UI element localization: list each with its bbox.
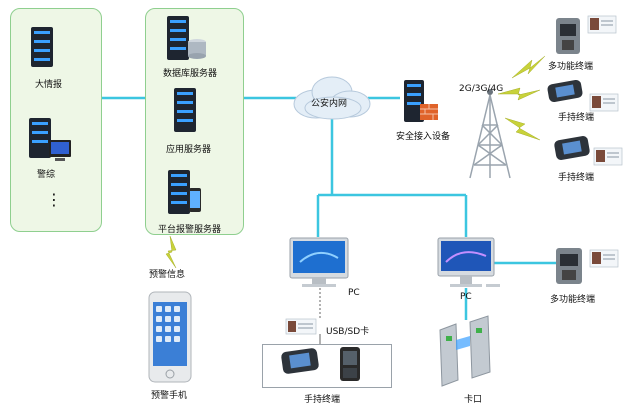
firewall-icon: [420, 104, 438, 120]
pc-right-label: PC: [460, 292, 472, 302]
handheld-devices-label: 手持终端: [304, 395, 341, 405]
handheld-terminal-icon: [547, 79, 583, 103]
wireless-terminal-label-1: 多功能终端: [548, 62, 594, 72]
cloud-label: 公安内网: [311, 99, 348, 109]
multi-function-terminal-icon: [556, 248, 582, 284]
handheld-terminal-icon: [554, 135, 590, 161]
wireless-label: 2G/3G/4G: [459, 84, 504, 94]
rugged-terminal-icon: [340, 347, 360, 381]
id-card-icon: [587, 15, 617, 34]
lightning-bolt: [511, 55, 546, 79]
alert-link-label: 预警信息: [149, 270, 186, 280]
server-monitor-icon: [29, 118, 71, 161]
application-server-icon: [174, 88, 196, 132]
server-label-1: 数据库服务器: [163, 69, 218, 79]
server-label-2: 应用服务器: [166, 145, 212, 155]
gate-label: 卡口: [464, 395, 483, 405]
wireless-terminal-label-2: 手持终端: [558, 113, 595, 123]
usb-sd-label: USB/SD卡: [326, 327, 370, 337]
id-card-icon: [593, 147, 623, 166]
multi-function-terminal-icon: [556, 18, 580, 54]
id-card-icon: [589, 93, 619, 112]
lightning-bolt: [497, 87, 541, 101]
ellipsis: ⋮: [46, 190, 62, 209]
handheld-devices-box: [262, 344, 392, 388]
left-item-label-1: 大情报: [35, 80, 63, 90]
server-label-3: 平台报警服务器: [158, 225, 222, 235]
left-item-label-2: 警综: [37, 170, 56, 180]
lightning-bolt: [504, 117, 541, 141]
handheld-terminal-icon: [281, 348, 319, 374]
server-icon: [31, 27, 53, 67]
alert-phone-label: 预警手机: [151, 391, 188, 401]
left-system-group: [10, 8, 102, 232]
gateway-label: 安全接入设备: [396, 132, 451, 142]
alarm-server-icon: [168, 170, 201, 214]
right-terminal-label: 多功能终端: [550, 295, 596, 305]
lightning-bolt: [165, 235, 177, 269]
database-server-icon: [167, 16, 206, 60]
pc-left-label: PC: [348, 288, 360, 298]
id-card-icon: [589, 249, 619, 268]
wireless-terminal-label-3: 手持终端: [558, 173, 595, 183]
